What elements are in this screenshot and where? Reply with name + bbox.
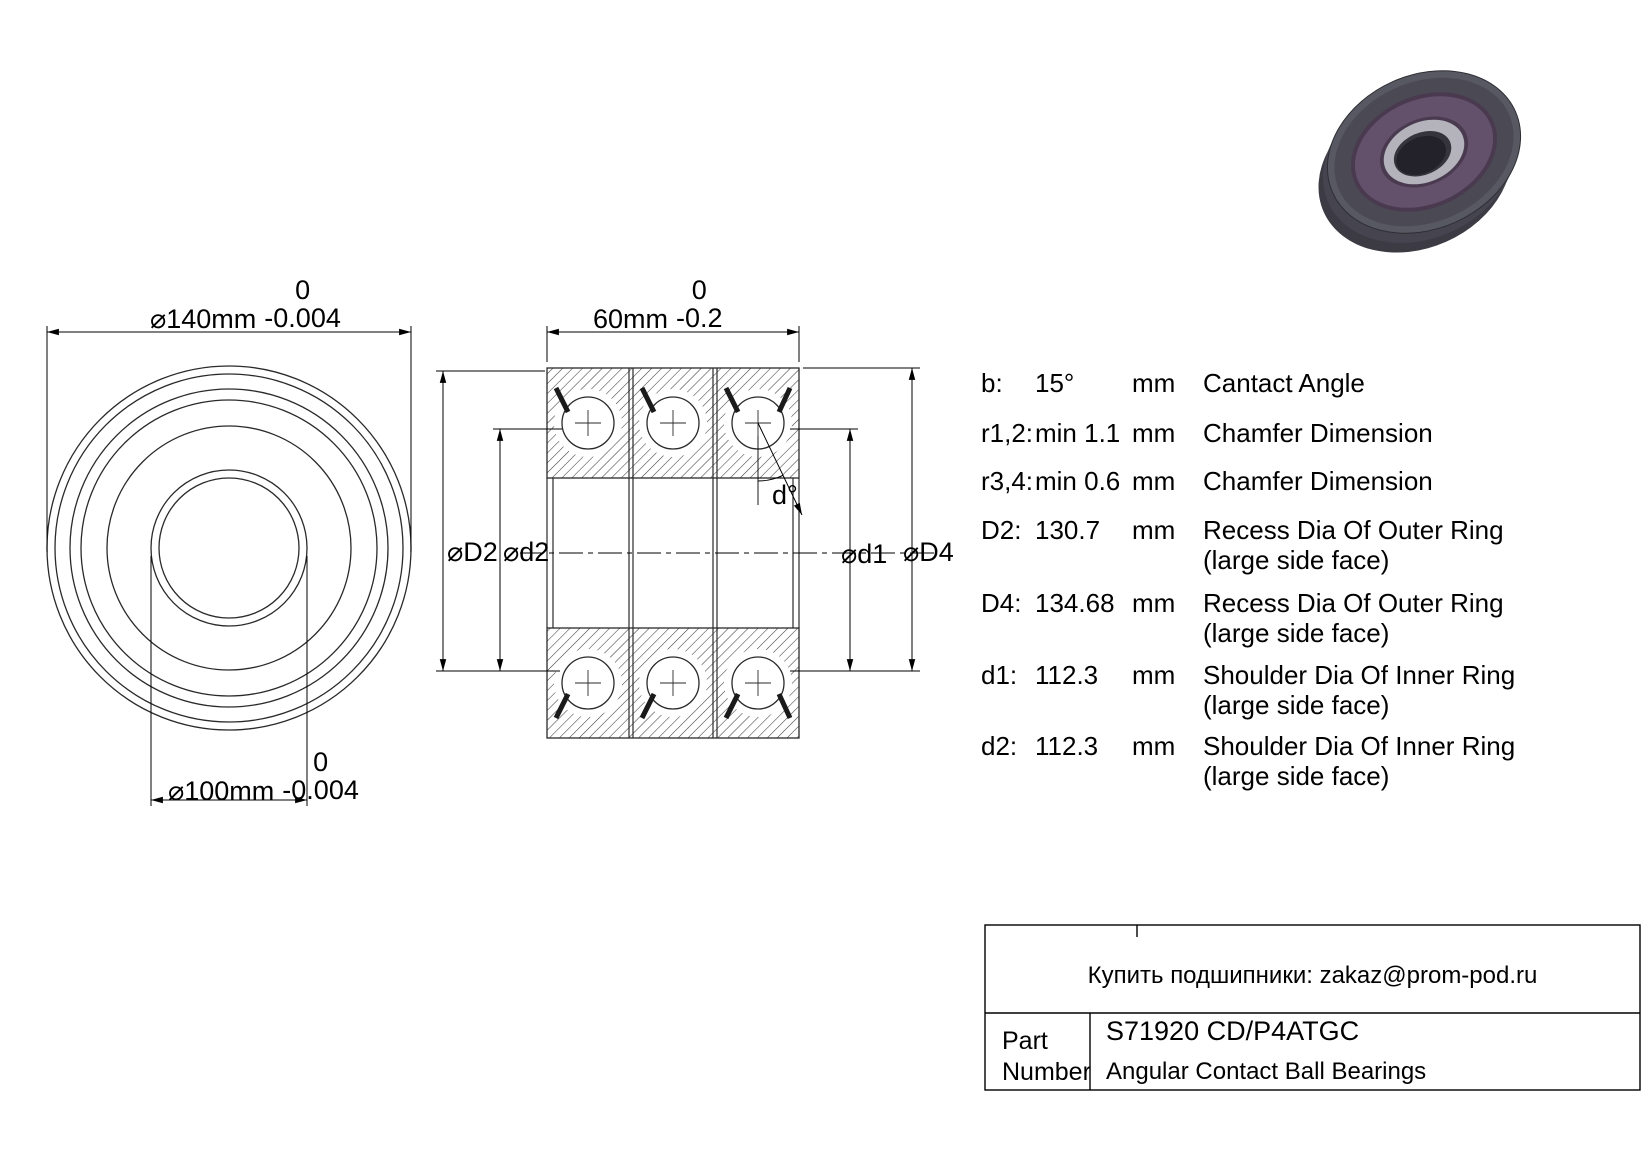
title-block-frame [984, 924, 1641, 1091]
tolerance-lower: -0.004 [282, 775, 359, 806]
spec-symbol: D4: [981, 588, 1022, 618]
spec-symbol: b: [981, 368, 1003, 398]
spec-description: Shoulder Dia Of Inner Ring (large side f… [1203, 731, 1516, 792]
front-view [46, 365, 412, 731]
spec-unit: mm [1132, 466, 1176, 496]
spec-value: 15° [1035, 368, 1075, 398]
width-value: 60mm [593, 303, 669, 334]
spec-value: min 1.1 [1035, 418, 1121, 448]
tolerance-upper: 0 [313, 747, 329, 777]
bore-diameter-tolerance: 0 -0.004 [282, 748, 359, 805]
spec-value: 112.3 [1035, 731, 1099, 761]
spec-unit: mm [1132, 660, 1176, 690]
section-view [520, 367, 936, 739]
tolerance-upper: 0 [295, 275, 311, 305]
spec-symbol: d2: [981, 731, 1018, 761]
bore-diameter-dim-lines [150, 556, 308, 806]
bore-diameter-value: ⌀100mm [168, 775, 275, 806]
spec-description: Chamfer Dimension [1203, 466, 1433, 496]
outer-diameter-value: ⌀140mm [150, 303, 257, 334]
d2-outer-recess-label: ⌀D2 [447, 537, 498, 567]
spec-symbol: D2: [981, 515, 1022, 545]
spec-description: Recess Dia Of Outer Ring (large side fac… [1203, 588, 1504, 649]
spec-unit: mm [1132, 418, 1176, 448]
bore-diameter-label: ⌀100mm 0 -0.004 [168, 748, 359, 805]
spec-symbol: r3,4: [981, 466, 1034, 496]
d4-outer-recess-label: ⌀D4 [903, 537, 954, 567]
seller-contact-text: Купить подшипники: zakaz@prom-pod.ru [1087, 962, 1538, 989]
spec-unit: mm [1132, 515, 1176, 545]
part-number-value: S71920 CD/P4ATGC [1106, 1016, 1360, 1046]
contact-angle-annotation [757, 422, 803, 516]
part-number-field-label: Part Number [1002, 1027, 1091, 1086]
tolerance-lower: -0.004 [264, 303, 341, 334]
contact-angle-label: d° [772, 480, 798, 510]
spec-value: 130.7 [1035, 515, 1101, 545]
section-dim-lines [436, 367, 920, 672]
spec-value: 112.3 [1035, 660, 1099, 690]
spec-symbol: r1,2: [981, 418, 1034, 448]
width-label: 60mm 0 -0.2 [593, 276, 723, 333]
balls-top-row [554, 389, 792, 457]
spec-description: Recess Dia Of Outer Ring (large side fac… [1203, 515, 1504, 576]
spec-description: Chamfer Dimension [1203, 418, 1433, 448]
tolerance-lower: -0.2 [676, 303, 723, 334]
d1-inner-shoulder-label: ⌀d1 [841, 539, 888, 569]
spec-unit: mm [1132, 588, 1176, 618]
width-dim-lines [546, 326, 800, 362]
spec-symbol: d1: [981, 660, 1018, 690]
seal-marks [553, 386, 793, 720]
tolerance-upper: 0 [691, 275, 707, 305]
width-tolerance: 0 -0.2 [676, 276, 723, 333]
outer-diameter-tolerance: 0 -0.004 [264, 276, 341, 333]
bearing-category-text: Angular Contact Ball Bearings [1106, 1058, 1427, 1085]
balls-bottom-row [554, 649, 792, 717]
spec-description: Shoulder Dia Of Inner Ring (large side f… [1203, 660, 1516, 721]
spec-unit: mm [1132, 368, 1176, 398]
d2-inner-shoulder-label: ⌀d2 [503, 537, 550, 567]
spec-unit: mm [1132, 731, 1176, 761]
spec-value: min 0.6 [1035, 466, 1121, 496]
bearing-3d-image [1318, 70, 1522, 253]
spec-description: Cantact Angle [1203, 368, 1365, 398]
outer-diameter-label: ⌀140mm 0 -0.004 [150, 276, 341, 333]
spec-value: 134.68 [1035, 588, 1115, 618]
outer-diameter-dim-lines [46, 326, 412, 552]
